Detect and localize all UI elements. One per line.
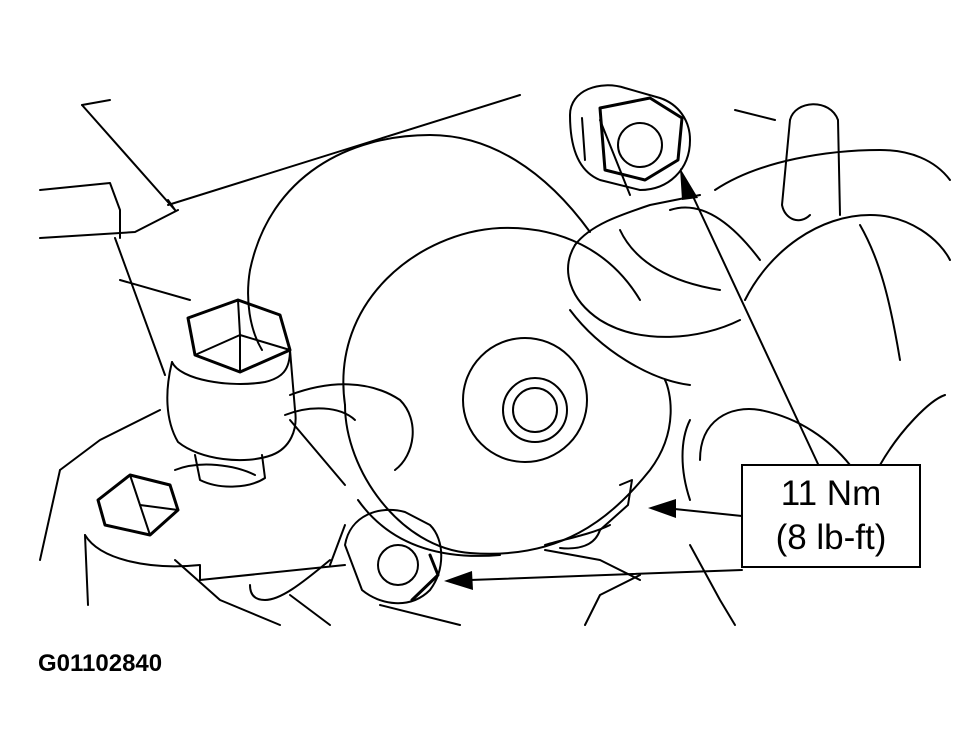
torque-metric-label: 11 Nm xyxy=(780,474,882,513)
arrowhead-top-bolt xyxy=(680,168,698,200)
sensor-fitting xyxy=(166,298,414,488)
retaining-clamp xyxy=(544,479,633,550)
torque-imperial-label: (8 lb-ft) xyxy=(775,518,887,557)
arrowhead-lower-bolt xyxy=(444,571,473,590)
arrowhead-clamp xyxy=(648,499,676,518)
lower-center-bolt xyxy=(249,508,443,605)
housing-outline xyxy=(39,94,736,626)
coolant-pipe xyxy=(681,103,951,501)
pump-body xyxy=(247,134,672,557)
top-mounting-bolt xyxy=(569,84,691,191)
torque-leader-lines xyxy=(469,189,819,581)
mounting-arm xyxy=(567,119,761,386)
torque-callout-box: 11 Nm (8 lb-ft) xyxy=(741,464,921,568)
figure-id-label: G01102840 xyxy=(38,650,163,677)
